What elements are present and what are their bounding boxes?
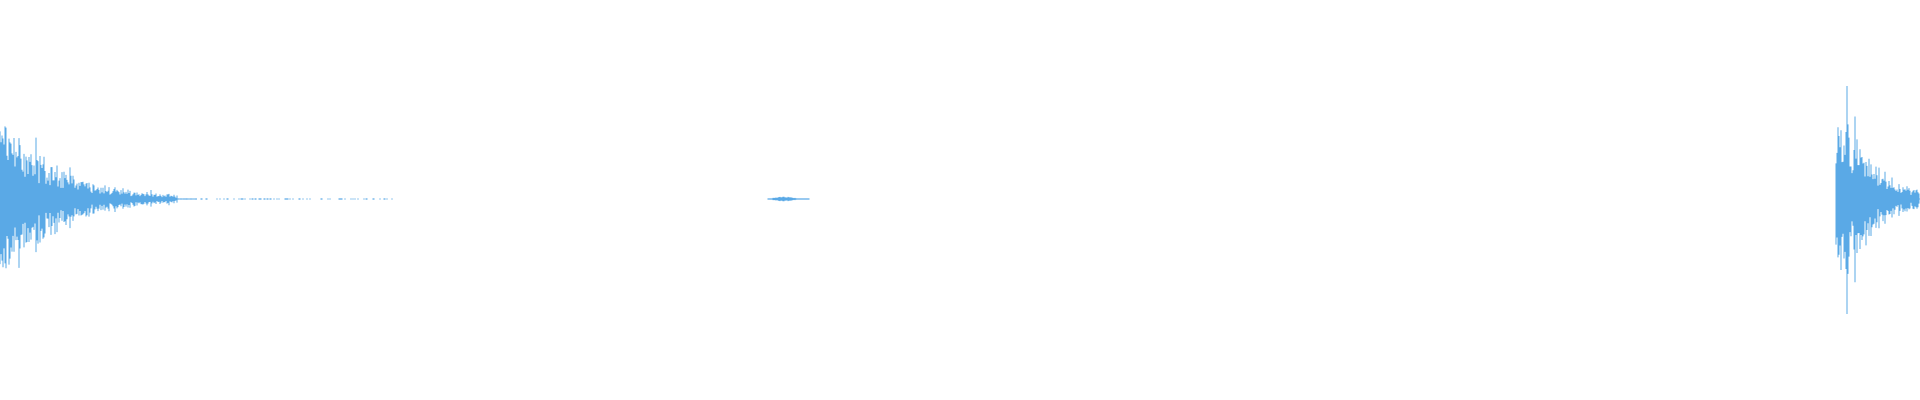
waveform-bars <box>0 86 1920 315</box>
